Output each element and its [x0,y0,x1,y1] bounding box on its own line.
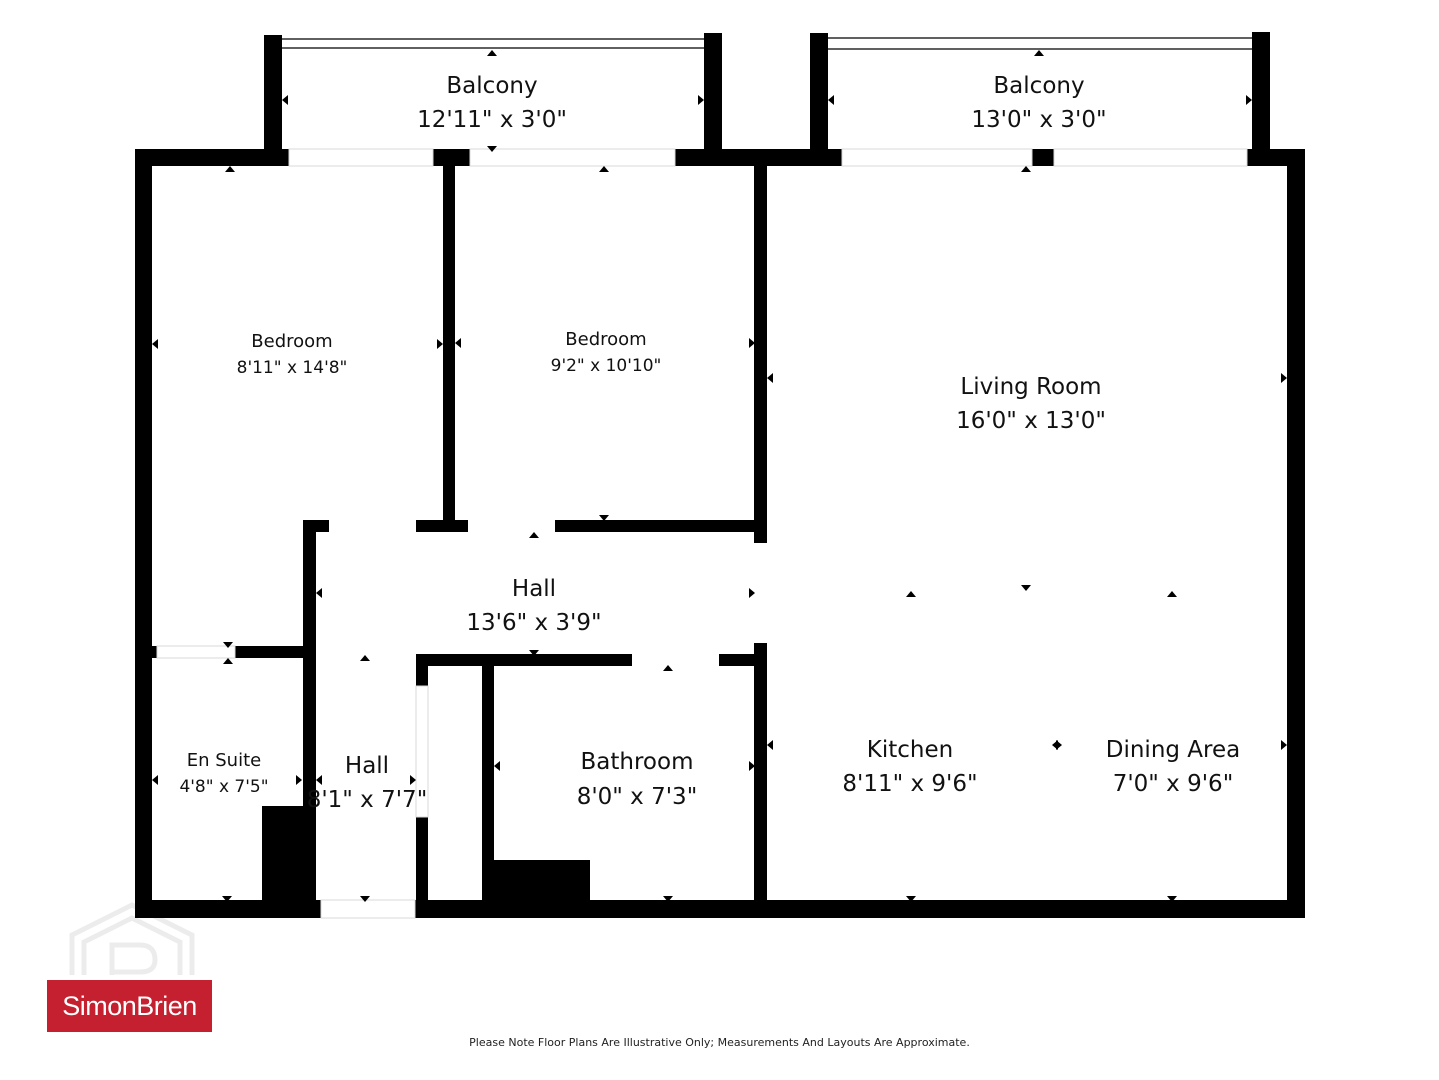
room-name: Dining Area [1106,737,1241,763]
dimension-markers [152,50,1287,902]
room-dimensions: 8'0" x 7'3" [577,784,698,810]
room-balcony-left: Balcony 12'11" x 3'0" [417,73,567,133]
room-name: Balcony [446,73,537,99]
room-name: Bedroom [565,329,646,350]
walls [135,32,1305,918]
disclaimer-text: Please Note Floor Plans Are Illustrative… [469,1036,970,1049]
room-name: Bedroom [251,331,332,352]
room-bedroom-middle: Bedroom 9'2" x 10'10" [551,329,662,376]
balcony-railings [282,37,1252,50]
room-name: Bathroom [581,749,694,775]
room-living-room: Living Room 16'0" x 13'0" [956,374,1106,434]
room-name: Living Room [960,374,1101,400]
room-name: En Suite [187,750,261,771]
room-dimensions: 7'0" x 9'6" [1113,771,1234,797]
brand-name: SimonBrien [62,990,197,1021]
room-name: Balcony [993,73,1084,99]
room-dimensions: 16'0" x 13'0" [956,408,1106,434]
brand-logo: SimonBrien [47,980,212,1032]
room-dimensions: 8'1" x 7'7" [307,787,428,813]
room-dimensions: 8'11" x 9'6" [842,771,977,797]
room-dimensions: 9'2" x 10'10" [551,356,662,376]
room-balcony-right: Balcony 13'0" x 3'0" [971,73,1106,133]
room-dimensions: 8'11" x 14'8" [237,358,348,378]
room-dimensions: 12'11" x 3'0" [417,107,567,133]
room-kitchen: Kitchen 8'11" x 9'6" [842,737,977,797]
room-name: Hall [345,753,389,779]
room-bathroom: Bathroom 8'0" x 7'3" [577,749,698,810]
room-hall-small: Hall 8'1" x 7'7" [307,753,428,813]
room-dimensions: 13'6" x 3'9" [466,610,601,636]
room-bedroom-left: Bedroom 8'11" x 14'8" [237,331,348,378]
room-hall-main: Hall 13'6" x 3'9" [466,576,601,636]
room-name: Kitchen [867,737,953,763]
room-en-suite: En Suite 4'8" x 7'5" [179,750,268,797]
watermark-logo-icon [69,902,195,975]
room-name: Hall [512,576,556,602]
room-dimensions: 4'8" x 7'5" [179,777,268,797]
room-dining-area: Dining Area 7'0" x 9'6" [1106,737,1241,797]
openings [156,148,1248,919]
room-dimensions: 13'0" x 3'0" [971,107,1106,133]
